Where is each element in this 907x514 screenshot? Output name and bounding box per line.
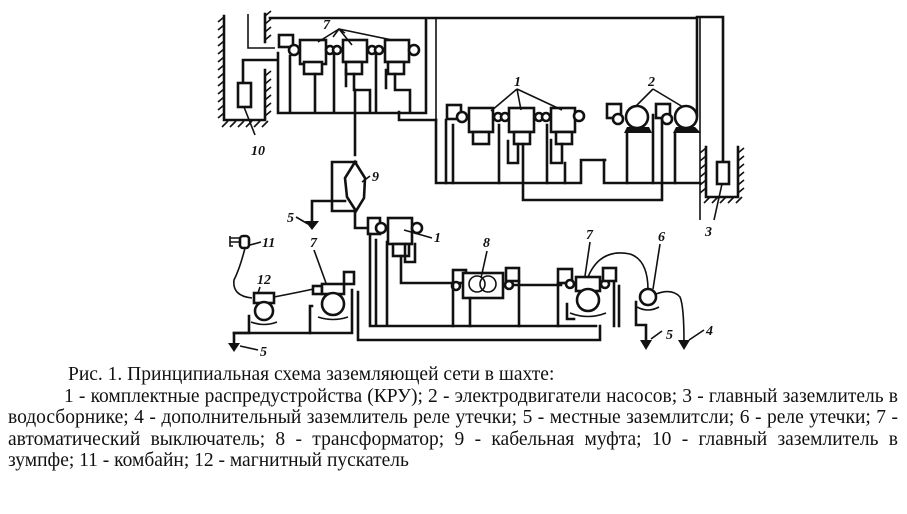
figure-legend: 1 - комплектные распредустройства (КРУ);…: [8, 385, 898, 472]
callout-6: 6: [658, 230, 665, 245]
kru-cell: [507, 106, 536, 134]
callout-1-lower: 1: [434, 231, 441, 246]
kru-cell: [467, 106, 495, 134]
cable-coupling-group: 9 5: [287, 159, 379, 230]
callout-7-upper: 7: [323, 18, 331, 33]
ground-electrode-10: [236, 81, 253, 109]
main-ground-electrode-sump: 3: [699, 145, 745, 240]
lower-switchgear-group: 1: [366, 216, 598, 328]
callout-5-lower-right: 5: [666, 328, 673, 343]
main-grounding-bus: [268, 15, 725, 220]
kru-cell: [383, 38, 411, 64]
figure-title: Рис. 1. Принципиальная схема заземляющей…: [68, 364, 555, 385]
callout-5-lower-left: 5: [260, 345, 267, 360]
ground-electrode-3: [715, 160, 731, 186]
face-equipment-group: 11 12 7 5: [228, 234, 602, 360]
kru-cell: [341, 38, 369, 64]
callout-9: 9: [372, 170, 379, 185]
sump-ground-electrode-left: 10: [217, 10, 278, 159]
callout-10: 10: [251, 144, 265, 159]
callout-3: 3: [704, 225, 712, 240]
upper-switchgear-group: 7: [276, 18, 438, 157]
callout-4: 4: [705, 324, 713, 339]
callout-2: 2: [647, 75, 655, 90]
middle-switchgear-group: 1 2: [434, 75, 702, 202]
callout-1-middle: 1: [514, 75, 521, 90]
transformer-group: 8: [450, 236, 563, 328]
breaker-relay-group: 7 6 5 4: [556, 228, 713, 350]
pump-motor: [624, 104, 650, 130]
callout-7-right: 7: [586, 228, 594, 243]
pump-motor: [673, 104, 699, 130]
callout-12: 12: [257, 273, 271, 288]
callout-8: 8: [483, 236, 490, 251]
kru-cell: [549, 106, 577, 134]
kru-cell: [298, 38, 328, 66]
callout-5-upper: 5: [287, 211, 294, 226]
callout-7-left: 7: [310, 236, 318, 251]
leakage-relay: [638, 287, 658, 307]
figure-caption: Рис. 1. Принципиальная схема заземляющей…: [8, 364, 898, 472]
callout-11: 11: [262, 236, 275, 251]
